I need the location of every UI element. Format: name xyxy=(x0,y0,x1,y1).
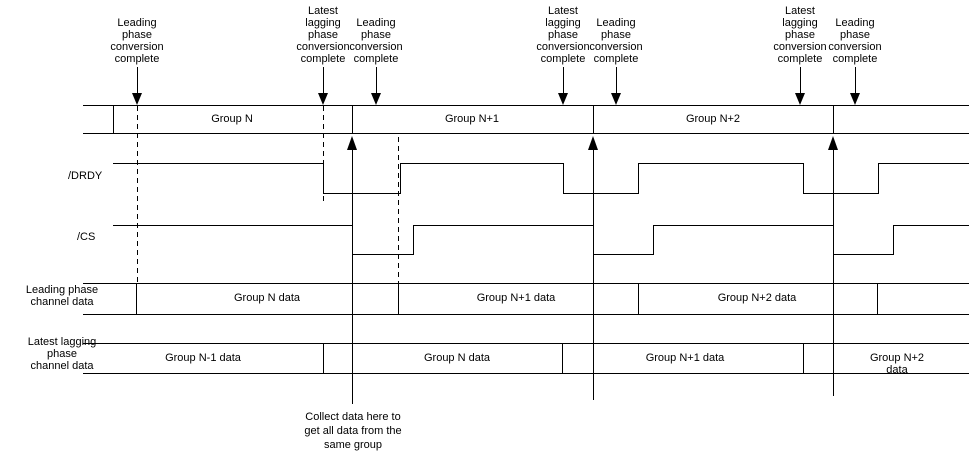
timeline-group-n-label: Group N xyxy=(211,113,253,125)
dashed-reference-line xyxy=(137,106,139,283)
lagging-cell-group-n-label: Group N data xyxy=(423,352,491,364)
leading-row-divider xyxy=(398,283,400,315)
timeline-divider xyxy=(352,105,354,134)
down-arrow-icon xyxy=(132,93,142,105)
cs-rising-edge xyxy=(413,225,415,255)
timeline-group-n1-label: Group N+1 xyxy=(444,113,500,125)
up-arrow-icon xyxy=(588,136,598,150)
timeline-bottom-line xyxy=(83,133,969,135)
lagging-row-divider xyxy=(562,343,564,374)
annotation-5-arrow-shaft xyxy=(616,67,618,94)
annotation-2-arrow-shaft xyxy=(323,67,325,94)
cs-waveform-segment xyxy=(593,254,653,256)
annotation-7-arrow-shaft xyxy=(855,67,857,94)
cs-waveform-segment xyxy=(833,254,893,256)
group-boundary-line xyxy=(833,148,835,396)
lagging-cell-group-n1-label: Group N+1 data xyxy=(645,352,725,364)
lagging-cell-group-n2-label: Group N+2 data xyxy=(869,352,925,376)
annotation-leading-2-label: Leading phase conversion complete xyxy=(349,17,403,65)
drdy-rising-edge xyxy=(638,163,640,194)
up-arrow-icon xyxy=(828,136,838,150)
annotation-6-arrow-shaft xyxy=(800,67,802,94)
annotation-1-arrow-shaft xyxy=(137,67,139,94)
down-arrow-icon xyxy=(795,93,805,105)
group-boundary-line xyxy=(593,148,595,400)
annotation-lagging-3-label: Latest lagging phase conversion complete xyxy=(773,5,827,65)
lagging-row-top-line xyxy=(83,343,969,345)
leading-row-bottom-line xyxy=(83,314,969,316)
lagging-row-divider xyxy=(803,343,805,374)
timeline-top-line xyxy=(83,105,969,107)
drdy-rising-edge xyxy=(400,163,402,194)
down-arrow-icon xyxy=(371,93,381,105)
annotation-lagging-2-label: Latest lagging phase conversion complete xyxy=(536,5,590,65)
cs-waveform-segment xyxy=(113,225,352,227)
lagging-row-divider xyxy=(323,343,325,374)
leading-row-top-line xyxy=(83,283,969,285)
leading-row-divider xyxy=(877,283,879,315)
timeline-divider xyxy=(113,105,115,134)
drdy-waveform-segment xyxy=(638,163,803,165)
annotation-3-arrow-shaft xyxy=(376,67,378,94)
leading-cell-group-n-label: Group N data xyxy=(233,292,301,304)
drdy-waveform-segment xyxy=(400,163,563,165)
timeline-group-n2-label: Group N+2 xyxy=(685,113,741,125)
leading-row-divider xyxy=(638,283,640,315)
timeline-divider xyxy=(833,105,835,134)
cs-waveform-segment xyxy=(413,225,593,227)
cs-waveform-segment xyxy=(653,225,833,227)
drdy-label: /DRDY xyxy=(68,170,103,182)
drdy-falling-edge xyxy=(323,163,325,194)
annotation-leading-3-label: Leading phase conversion complete xyxy=(589,17,643,65)
dashed-reference-line xyxy=(398,137,400,283)
leading-row-label: Leading phase channel data xyxy=(25,284,99,308)
leading-cell-group-n1-label: Group N+1 data xyxy=(476,292,556,304)
down-arrow-icon xyxy=(318,93,328,105)
drdy-waveform-segment xyxy=(113,163,323,165)
up-arrow-icon xyxy=(347,136,357,150)
group-boundary-line xyxy=(352,148,354,404)
lagging-row-bottom-line xyxy=(83,373,969,375)
annotation-leading-1-label: Leading phase conversion complete xyxy=(110,17,164,65)
drdy-waveform-segment xyxy=(323,193,400,195)
dashed-reference-line xyxy=(323,106,325,205)
down-arrow-icon xyxy=(558,93,568,105)
drdy-falling-edge xyxy=(803,163,805,194)
cs-waveform-segment xyxy=(352,254,413,256)
leading-row-divider xyxy=(136,283,138,315)
annotation-lagging-1-label: Latest lagging phase conversion complete xyxy=(296,5,350,65)
drdy-waveform-segment xyxy=(803,193,878,195)
cs-rising-edge xyxy=(653,225,655,255)
annotation-4-arrow-shaft xyxy=(563,67,565,94)
cs-rising-edge xyxy=(893,225,895,255)
collect-data-note: Collect data here to get all data from t… xyxy=(304,411,402,451)
down-arrow-icon xyxy=(850,93,860,105)
annotation-leading-4-label: Leading phase conversion complete xyxy=(828,17,882,65)
drdy-rising-edge xyxy=(878,163,880,194)
lagging-cell-group-n-1-label: Group N-1 data xyxy=(165,352,241,364)
down-arrow-icon xyxy=(611,93,621,105)
cs-waveform-segment xyxy=(893,225,969,227)
timeline-divider xyxy=(593,105,595,134)
lagging-row-label: Latest lagging phase channel data xyxy=(27,336,97,372)
cs-label: /CS xyxy=(77,231,96,243)
drdy-waveform-segment xyxy=(878,163,969,165)
leading-cell-group-n2-label: Group N+2 data xyxy=(717,292,797,304)
drdy-waveform-segment xyxy=(563,193,638,195)
drdy-falling-edge xyxy=(563,163,565,194)
